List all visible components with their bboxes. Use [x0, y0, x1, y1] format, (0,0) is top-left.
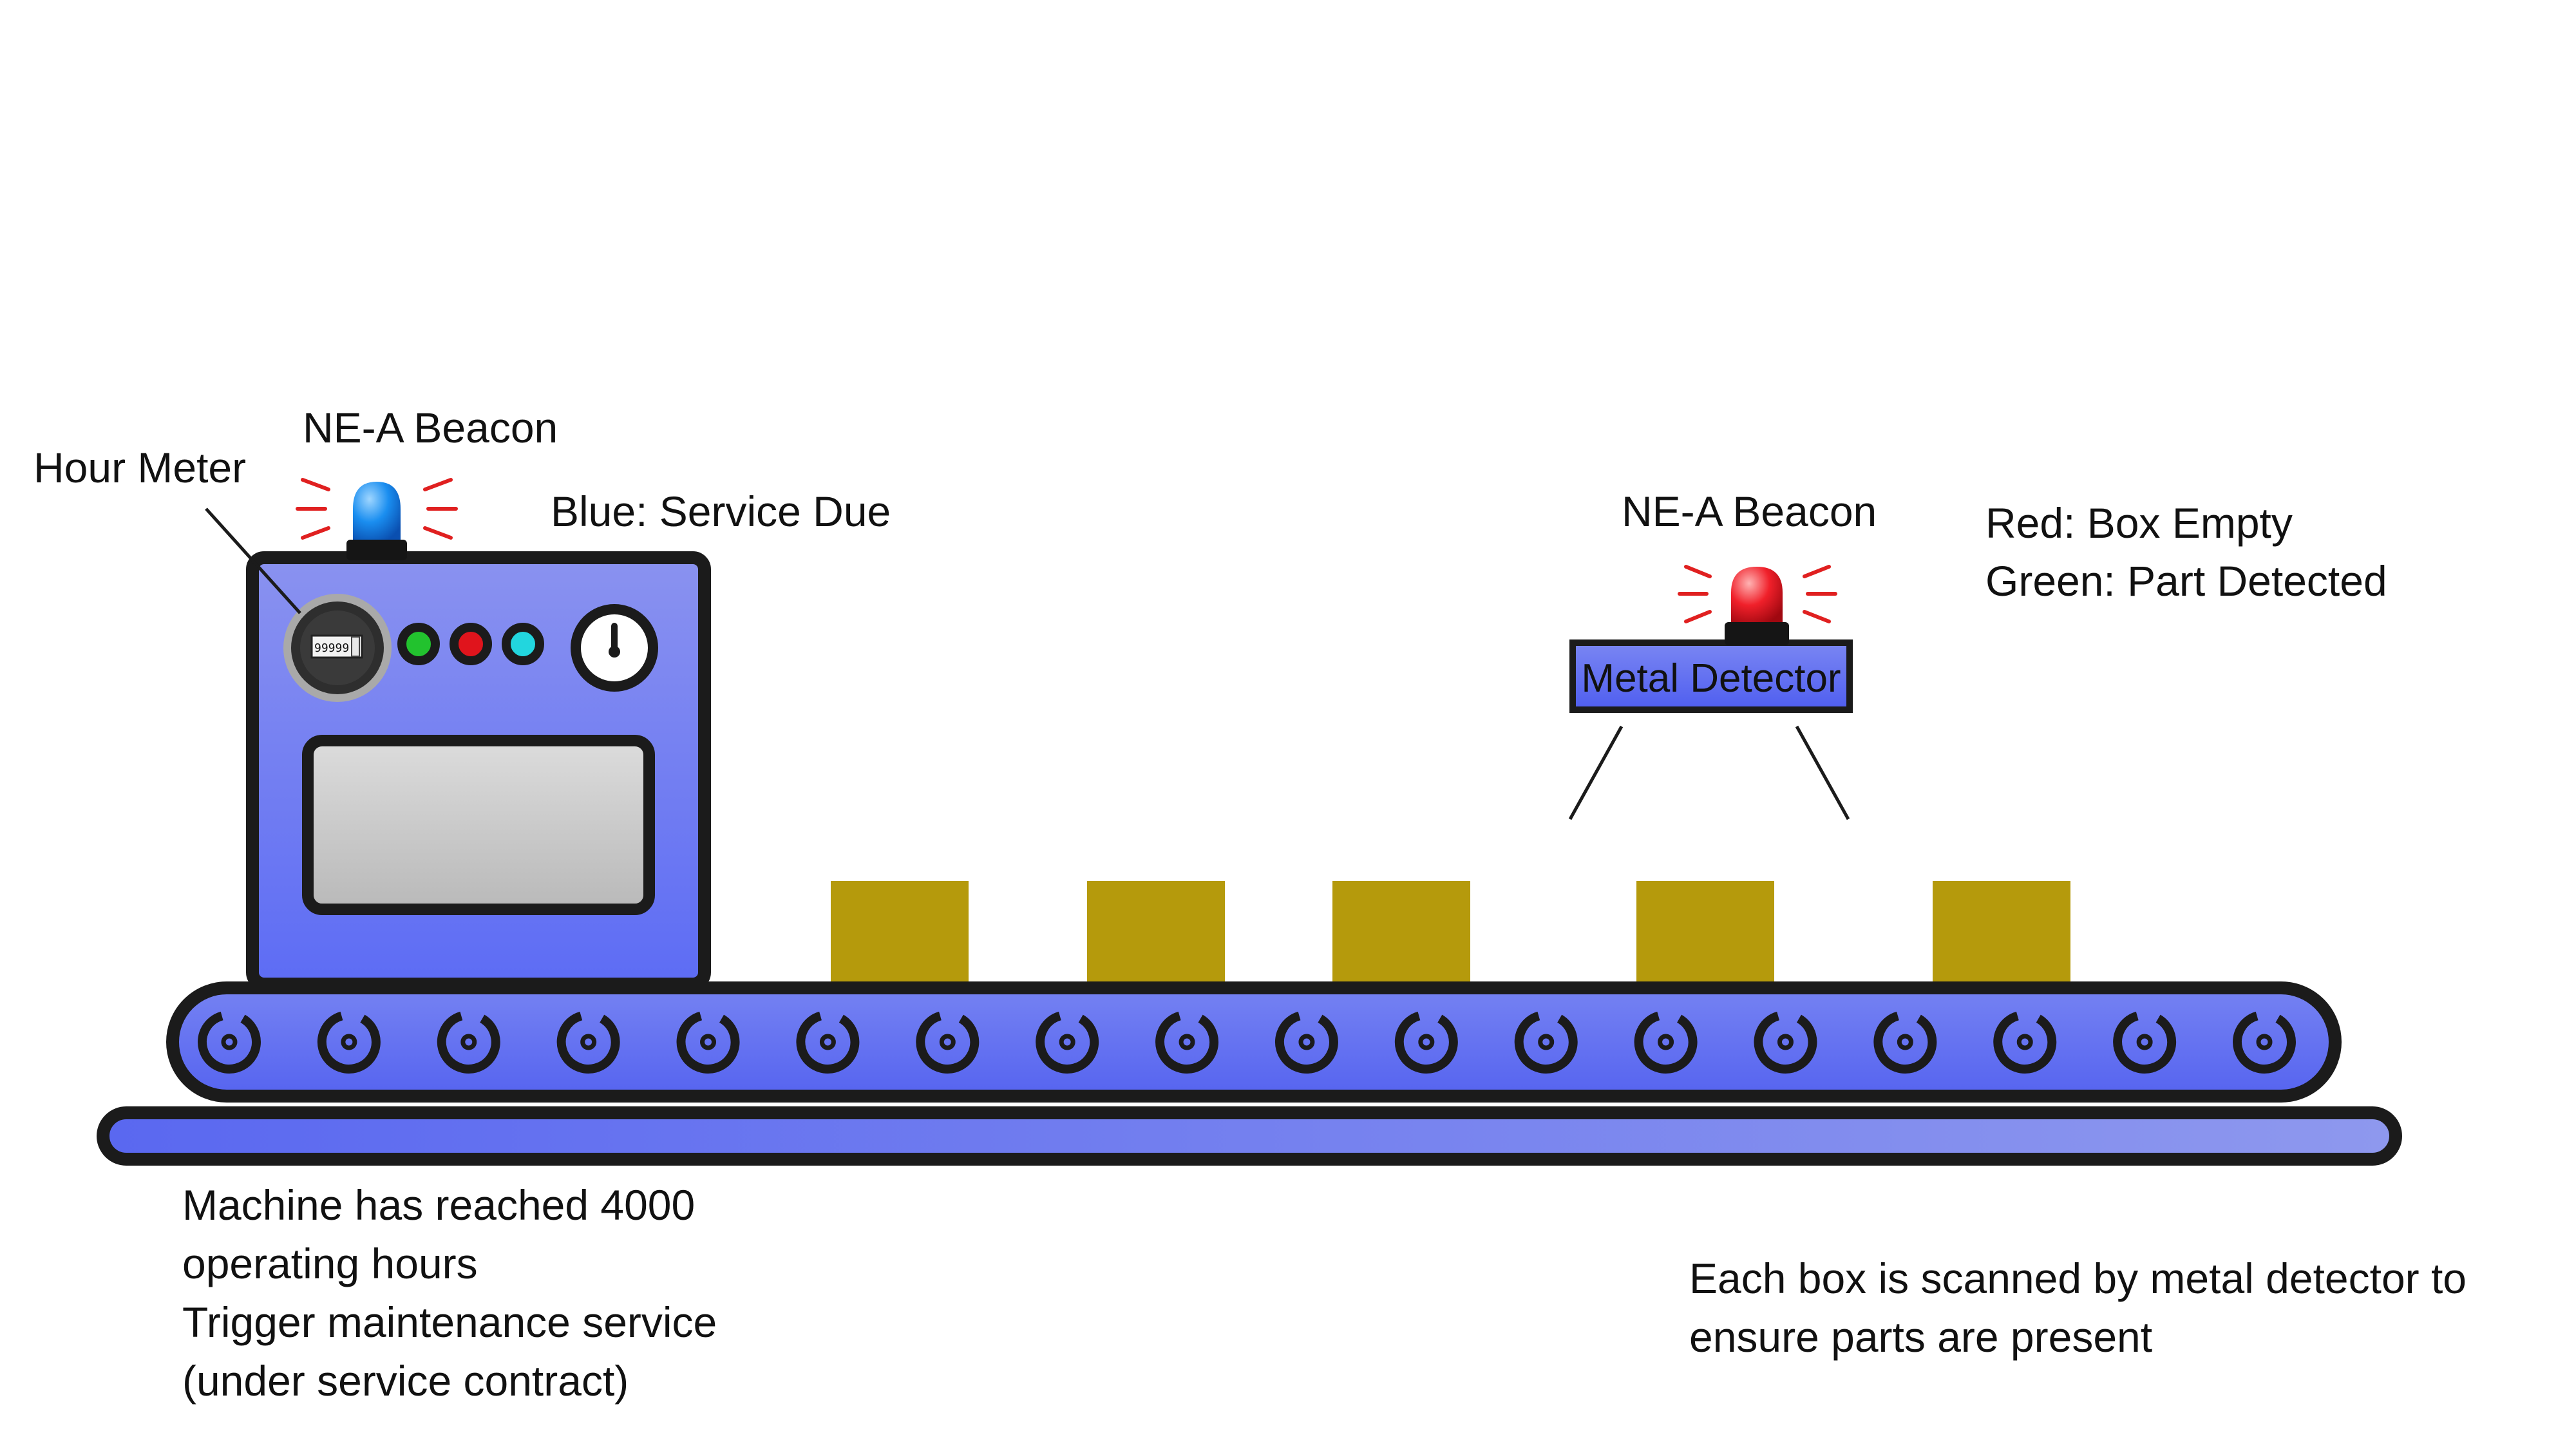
product-box — [831, 881, 969, 984]
machine-note-line: (under service contract) — [182, 1357, 629, 1405]
roller-icon — [2233, 1010, 2296, 1074]
indicator-light-cyan — [502, 623, 544, 665]
packaging-machine: 99999 — [246, 551, 711, 990]
hour-meter-counter: 99999 — [314, 641, 349, 655]
base-rail — [97, 1106, 2402, 1166]
metal-detector-housing — [1569, 639, 1853, 713]
product-box — [1636, 881, 1774, 984]
detector-beam-left — [1568, 725, 1624, 820]
roller-icon — [1993, 1010, 2057, 1074]
metal-detector: Metal Detector — [1568, 639, 1853, 820]
green-part-detected-label: Green: Part Detected — [1985, 557, 2387, 605]
roller-icon — [1754, 1010, 1817, 1074]
roller-icon — [1634, 1010, 1698, 1074]
indicator-light-red — [450, 623, 492, 665]
beacon-label-right: NE-A Beacon — [1622, 488, 1877, 535]
red-box-empty-label: Red: Box Empty — [1985, 499, 2293, 547]
conveyor-belt — [166, 981, 2342, 1103]
blue-service-due-label: Blue: Service Due — [551, 488, 891, 535]
hour-meter-icon: 99999 — [283, 594, 392, 702]
metal-detector-label: Metal Detector — [1581, 656, 1841, 701]
product-boxes — [831, 881, 2070, 984]
detector-beam-right — [1795, 725, 1850, 820]
roller-icon — [198, 1010, 261, 1074]
detector-note-line: ensure parts are present — [1689, 1313, 2153, 1361]
machine-note-line: operating hours — [182, 1240, 478, 1287]
hour-meter-label: Hour Meter — [33, 444, 247, 491]
roller-icon — [317, 1010, 381, 1074]
rollers — [198, 1010, 2296, 1074]
machine-service-note: Machine has reached 4000 operating hours… — [182, 1176, 717, 1410]
roller-icon — [1155, 1010, 1219, 1074]
hour-meter-leader-line — [205, 507, 301, 614]
roller-icon — [556, 1010, 620, 1074]
red-beacon-icon — [1678, 565, 1837, 645]
machine-note-line: Machine has reached 4000 — [182, 1181, 696, 1229]
roller-icon — [2113, 1010, 2177, 1074]
blue-beacon-icon — [296, 478, 458, 560]
beacon-label-left: NE-A Beacon — [303, 404, 558, 451]
product-box — [1332, 881, 1470, 984]
pressure-gauge-icon — [571, 604, 658, 692]
roller-icon — [1514, 1010, 1578, 1074]
machine-note-line: Trigger maintenance service — [182, 1298, 717, 1346]
indicator-light-green — [397, 623, 440, 665]
product-box — [1087, 881, 1225, 984]
roller-icon — [437, 1010, 500, 1074]
product-box — [1933, 881, 2070, 984]
roller-icon — [796, 1010, 860, 1074]
roller-icon — [1036, 1010, 1099, 1074]
detector-scan-note: Each box is scanned by metal detector to… — [1689, 1249, 2467, 1367]
roller-icon — [1394, 1010, 1458, 1074]
detector-note-line: Each box is scanned by metal detector to — [1689, 1255, 2467, 1302]
roller-icon — [1873, 1010, 1937, 1074]
roller-icon — [676, 1010, 740, 1074]
roller-icon — [1274, 1010, 1338, 1074]
roller-icon — [916, 1010, 980, 1074]
machine-screen — [302, 735, 655, 915]
